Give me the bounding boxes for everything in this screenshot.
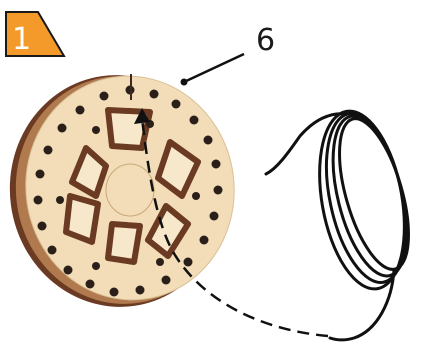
hole xyxy=(92,262,100,270)
hole xyxy=(64,266,73,275)
callout-number: 6 xyxy=(256,23,275,58)
cord-loop xyxy=(326,111,423,276)
hole xyxy=(156,258,164,266)
hole xyxy=(172,100,181,109)
hole xyxy=(150,90,159,99)
hole xyxy=(204,136,213,145)
hole xyxy=(184,258,193,267)
hole xyxy=(34,196,43,205)
hole xyxy=(44,146,53,155)
hole xyxy=(162,276,171,285)
hole xyxy=(192,192,200,200)
step-number: 1 xyxy=(12,22,31,57)
callout-dot xyxy=(181,79,188,86)
step-badge: 1 xyxy=(6,12,64,57)
hole xyxy=(76,106,85,115)
wooden-disc xyxy=(0,61,249,321)
hole xyxy=(110,288,119,297)
hole xyxy=(58,124,67,133)
hole xyxy=(56,196,64,204)
hole xyxy=(92,126,100,134)
hole xyxy=(190,116,199,125)
coiled-cord xyxy=(266,104,422,339)
cutout-lower-left xyxy=(66,196,98,242)
hole xyxy=(100,92,109,101)
callout-leader-line xyxy=(184,54,244,82)
hole xyxy=(48,246,57,255)
hole xyxy=(36,170,45,179)
hole xyxy=(136,286,145,295)
hole xyxy=(210,212,219,221)
hole xyxy=(212,160,221,169)
hole xyxy=(86,280,95,289)
disc-hub xyxy=(106,164,154,216)
hole xyxy=(38,222,47,231)
hole xyxy=(200,236,209,245)
hole xyxy=(214,186,223,195)
cutout-bottom xyxy=(108,224,140,262)
